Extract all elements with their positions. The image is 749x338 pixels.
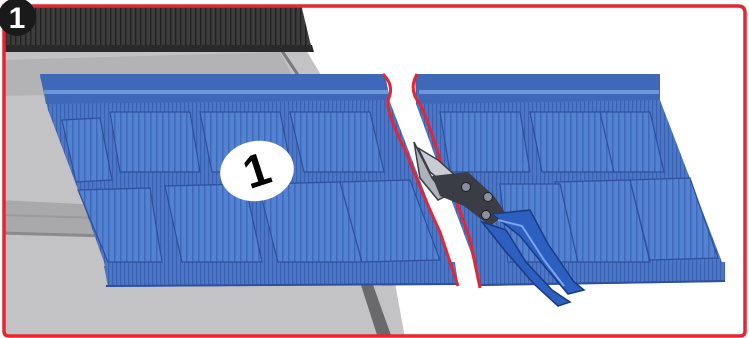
panel-left-top-ridge [40,74,390,104]
snips-pivot-2 [484,193,493,202]
panel-left-top-highlight [44,90,388,94]
snips-pivot-1 [462,183,471,192]
panel-left-bottom-lip [104,262,458,287]
ridge-tiles-shadow [0,45,314,52]
panel-right-top-highlight [419,90,659,94]
panel-right-top-ridge [415,74,660,104]
snips-pivot-3 [482,211,491,220]
step-number: 1 [9,2,26,35]
